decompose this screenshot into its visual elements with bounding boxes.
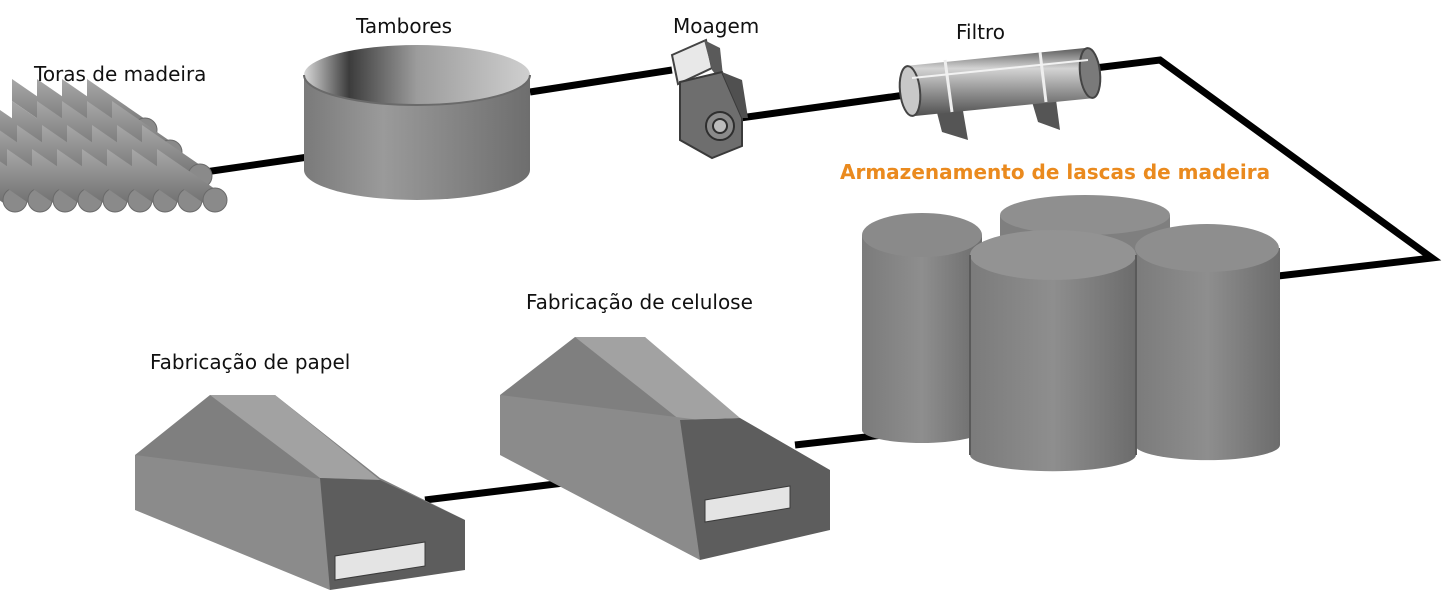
pipe-logs-drum: [204, 151, 323, 176]
pipe-filter-storage: [1094, 56, 1442, 280]
pipe-drum-grinder: [529, 66, 673, 96]
log-body: [107, 149, 165, 211]
log-end: [202, 187, 228, 213]
log-body: [157, 149, 215, 211]
label-chip-storage: Armazenamento de lascas de madeira: [840, 160, 1271, 184]
drum-icon: [303, 45, 531, 200]
label-pulp: Fabricação de celulose: [526, 290, 753, 314]
pipe-grinder-filter: [739, 91, 906, 122]
label-paper: Fabricação de papel: [150, 350, 351, 374]
pipes: [204, 56, 1442, 504]
label-grinding: Moagem: [673, 14, 760, 38]
paper-mill-building-icon: [135, 395, 465, 590]
grinder-icon: [670, 38, 748, 160]
log-body: [7, 149, 65, 211]
log-body: [82, 149, 140, 211]
log-body: [57, 149, 115, 211]
logs-icon: [0, 79, 228, 213]
filter-icon: [898, 47, 1102, 140]
chip-storage-silos-icon: [862, 195, 1280, 472]
log-body: [132, 149, 190, 211]
label-filter: Filtro: [956, 20, 1006, 44]
log-body: [32, 149, 90, 211]
label-logs: Toras de madeira: [34, 62, 207, 86]
label-drums: Tambores: [356, 14, 453, 38]
pulp-mill-building-icon: [500, 337, 830, 560]
pipe-pulp-paper: [424, 477, 581, 504]
